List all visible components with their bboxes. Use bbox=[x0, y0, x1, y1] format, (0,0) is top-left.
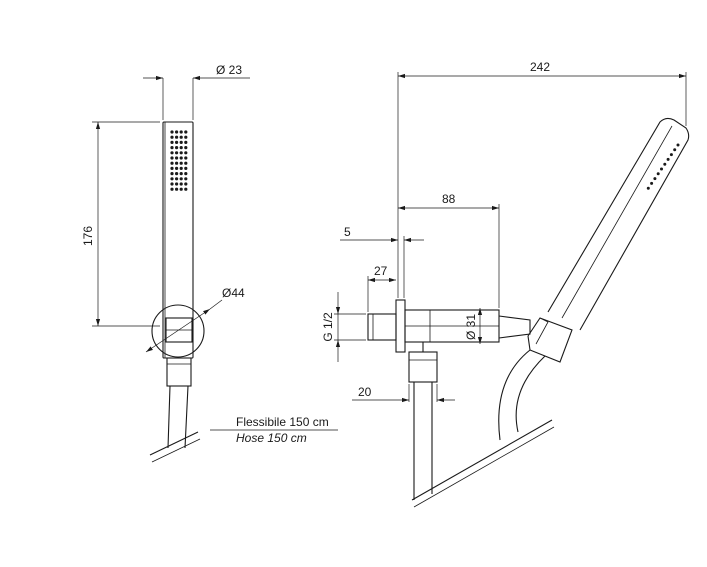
hose-vertical bbox=[413, 382, 433, 500]
spray-hole bbox=[170, 166, 174, 170]
spray-hole bbox=[170, 156, 174, 160]
floor-line-front bbox=[149, 431, 199, 456]
side-nozzle bbox=[650, 181, 654, 185]
spray-hole bbox=[179, 166, 183, 170]
side-view: 242 88 5 27 G 1/2 Ø 31 20 bbox=[321, 60, 690, 508]
spray-hole bbox=[179, 172, 183, 176]
spray-hole bbox=[179, 130, 183, 134]
spray-hole bbox=[179, 156, 183, 160]
spray-hole bbox=[184, 140, 188, 144]
spray-hole bbox=[175, 130, 179, 134]
side-nozzle bbox=[666, 157, 670, 161]
spray-hole bbox=[175, 166, 179, 170]
spray-hole bbox=[184, 156, 188, 160]
side-nozzle bbox=[676, 143, 680, 147]
spray-hole bbox=[184, 172, 188, 176]
side-nozzles bbox=[646, 143, 680, 190]
spray-hole bbox=[179, 161, 183, 165]
spray-hole bbox=[170, 151, 174, 155]
spray-hole bbox=[184, 166, 188, 170]
hose-outlet bbox=[408, 351, 438, 383]
spray-hole bbox=[184, 130, 188, 134]
side-nozzle bbox=[653, 177, 657, 181]
dim-len-27: 27 bbox=[374, 264, 388, 278]
side-nozzle bbox=[660, 167, 663, 171]
spray-hole bbox=[184, 177, 188, 181]
hose-label-english: Hose 150 cm bbox=[236, 431, 307, 445]
spray-hole bbox=[170, 146, 174, 150]
wall-plate-circle bbox=[151, 304, 205, 358]
spray-hole bbox=[170, 161, 174, 165]
spray-hole bbox=[179, 146, 183, 150]
dim-len-176: 176 bbox=[81, 226, 95, 246]
spray-hole bbox=[175, 140, 179, 144]
spray-hole bbox=[184, 151, 188, 155]
spray-hole bbox=[175, 151, 179, 155]
dim-len-242: 242 bbox=[530, 60, 550, 74]
spray-hole bbox=[184, 146, 188, 150]
side-nozzle bbox=[646, 186, 650, 190]
spray-hole bbox=[170, 177, 174, 181]
holder-clip bbox=[527, 317, 573, 363]
spray-hole bbox=[184, 187, 188, 191]
spray-hole bbox=[175, 146, 179, 150]
spray-hole bbox=[179, 177, 183, 181]
spray-hole bbox=[175, 161, 179, 165]
side-nozzle bbox=[663, 162, 667, 166]
spray-hole bbox=[170, 140, 174, 144]
spray-hole bbox=[175, 172, 179, 176]
dim-dia-44: Ø44 bbox=[222, 286, 245, 300]
side-nozzle bbox=[669, 153, 673, 157]
dim-thread: G 1/2 bbox=[321, 312, 335, 342]
dim-len-5: 5 bbox=[344, 225, 351, 239]
spray-hole bbox=[170, 135, 174, 139]
spray-nozzle-grid bbox=[170, 130, 188, 191]
spray-hole bbox=[179, 187, 183, 191]
spray-hole bbox=[184, 135, 188, 139]
spray-hole bbox=[179, 182, 183, 186]
spray-hole bbox=[175, 182, 179, 186]
spray-hole bbox=[179, 151, 183, 155]
dim-dia-23: Ø 23 bbox=[216, 63, 242, 77]
side-nozzle bbox=[656, 172, 660, 176]
hand-shower-side bbox=[547, 117, 690, 331]
thread-connector bbox=[367, 313, 397, 341]
floor-line-side bbox=[411, 419, 553, 501]
spray-hole bbox=[175, 187, 179, 191]
spray-hole bbox=[175, 135, 179, 139]
spray-hole bbox=[184, 161, 188, 165]
spray-hole bbox=[175, 156, 179, 160]
spray-hole bbox=[170, 182, 174, 186]
hose-connector bbox=[166, 357, 192, 387]
swivel-arm bbox=[498, 315, 531, 339]
side-nozzle bbox=[673, 148, 677, 152]
spray-hole bbox=[184, 182, 188, 186]
spray-hole bbox=[170, 172, 174, 176]
spray-hole bbox=[175, 177, 179, 181]
spray-hole bbox=[170, 130, 174, 134]
spray-hole bbox=[170, 187, 174, 191]
hose-label-italian: Flessibile 150 cm bbox=[236, 415, 329, 429]
dim-dia-31: Ø 31 bbox=[464, 314, 478, 340]
wall-plate-side bbox=[395, 299, 406, 353]
hose-curved bbox=[498, 349, 546, 441]
spray-hole bbox=[179, 135, 183, 139]
dim-len-20: 20 bbox=[358, 385, 372, 399]
spray-hole bbox=[179, 140, 183, 144]
dim-len-88: 88 bbox=[442, 192, 456, 206]
front-view: Ø 23 176 Ø44 Flessibile 150 cm Hose 150 … bbox=[81, 63, 338, 463]
